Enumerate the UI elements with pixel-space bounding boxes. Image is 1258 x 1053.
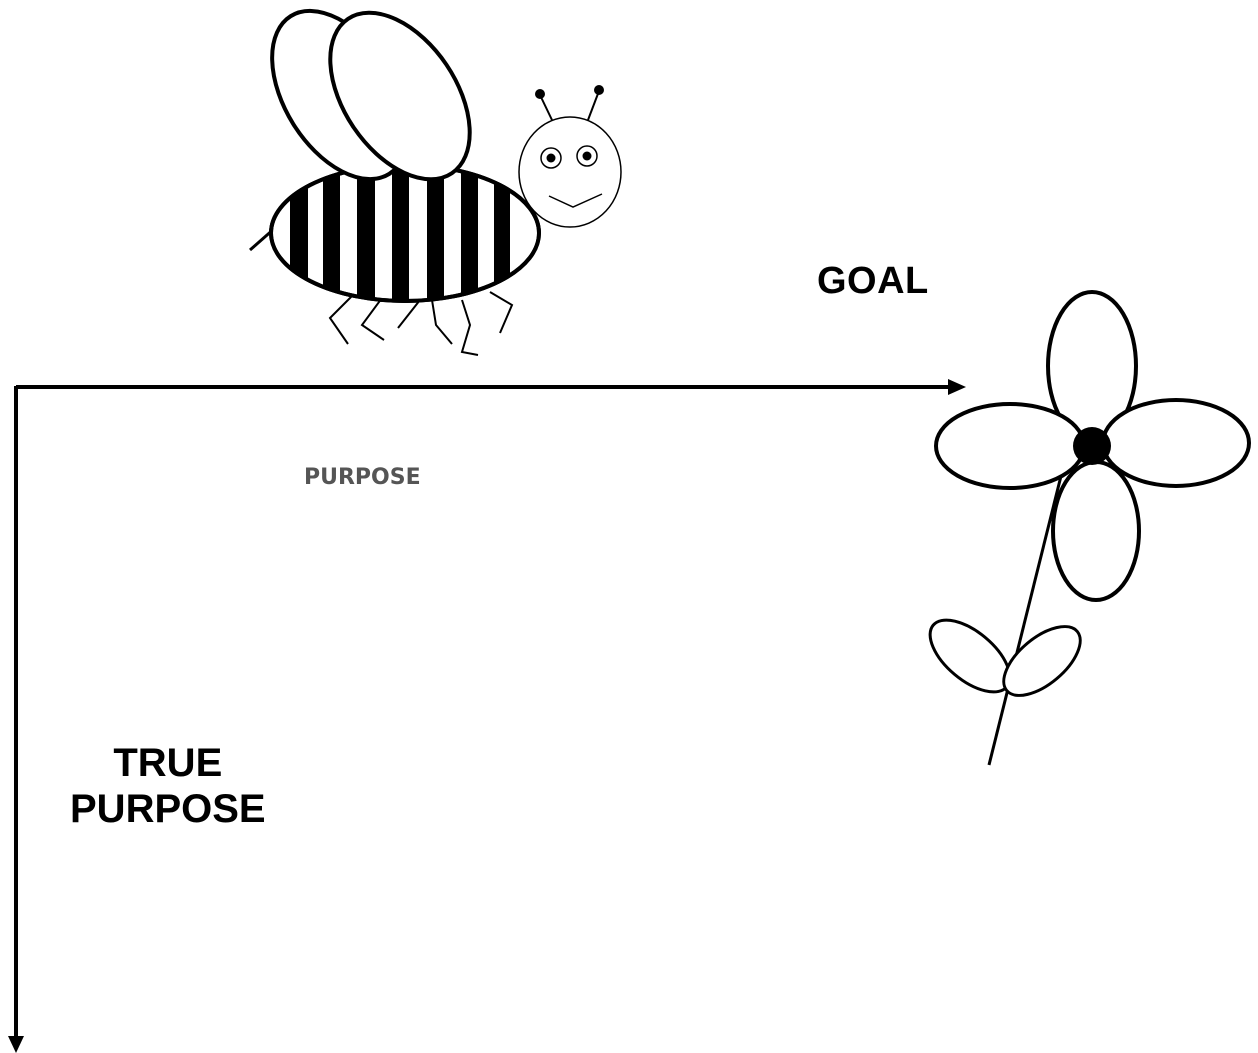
true-purpose-label: TRUE PURPOSE — [70, 740, 266, 832]
flower-petal-right — [1103, 400, 1249, 486]
flower-center — [1073, 427, 1111, 465]
true-purpose-line1: TRUE — [70, 740, 266, 786]
flower-illustration — [918, 292, 1249, 765]
purpose-label: PURPOSE — [304, 465, 421, 490]
bee-head — [519, 117, 621, 227]
flower-petal-bottom — [1053, 462, 1139, 600]
true-purpose-line2: PURPOSE — [70, 786, 266, 832]
bee-illustration — [244, 0, 621, 355]
purpose-arrow — [16, 379, 966, 395]
flower-stem — [989, 468, 1063, 765]
goal-label: GOAL — [817, 260, 929, 303]
flower-petal-left — [936, 404, 1084, 488]
true-purpose-arrow — [8, 386, 24, 1053]
